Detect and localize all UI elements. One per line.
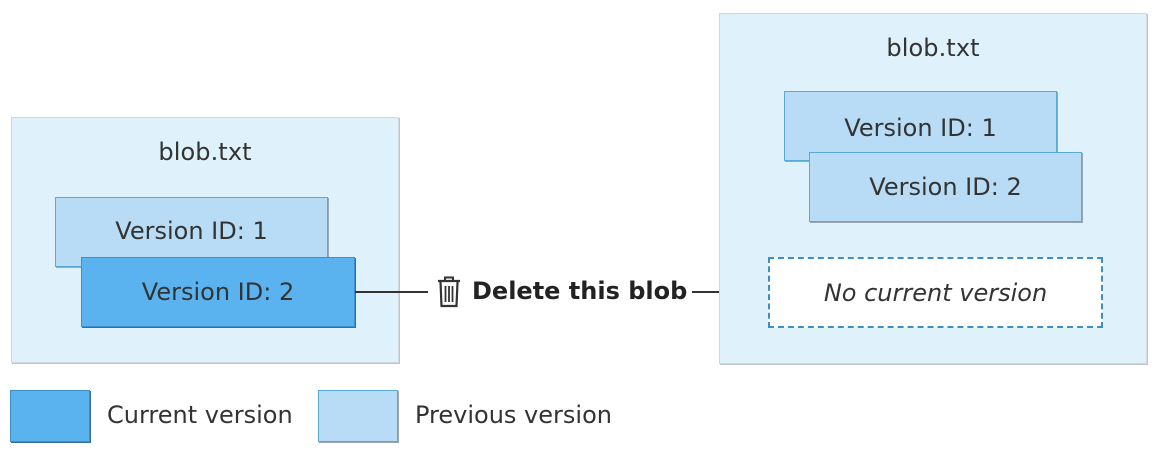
left-blob-panel: blob.txt Version ID: 1 Version ID: 2 (11, 117, 399, 363)
right-version-2-label: Version ID: 2 (869, 173, 1022, 201)
legend-previous-label: Previous version (415, 401, 612, 429)
right-version-1-label: Version ID: 1 (844, 114, 997, 142)
no-current-version-box: No current version (768, 257, 1103, 328)
right-panel-title: blob.txt (886, 34, 980, 62)
delete-blob-label: Delete this blob (472, 277, 688, 305)
legend-current-label: Current version (107, 401, 293, 429)
left-version-1-label: Version ID: 1 (115, 217, 268, 245)
trash-icon (438, 276, 460, 308)
left-version-2-box: Version ID: 2 (81, 257, 355, 327)
right-version-2-box: Version ID: 2 (809, 152, 1082, 222)
left-version-2-label: Version ID: 2 (141, 278, 295, 306)
right-version-1-box: Version ID: 1 (784, 91, 1057, 161)
left-version-1-box: Version ID: 1 (55, 197, 328, 267)
right-blob-panel: blob.txt Version ID: 1 Version ID: 2 No … (719, 13, 1147, 364)
legend-current-swatch (10, 390, 90, 442)
no-current-version-label: No current version (823, 278, 1048, 307)
legend-previous-swatch (318, 390, 398, 442)
left-panel-title: blob.txt (158, 138, 252, 166)
